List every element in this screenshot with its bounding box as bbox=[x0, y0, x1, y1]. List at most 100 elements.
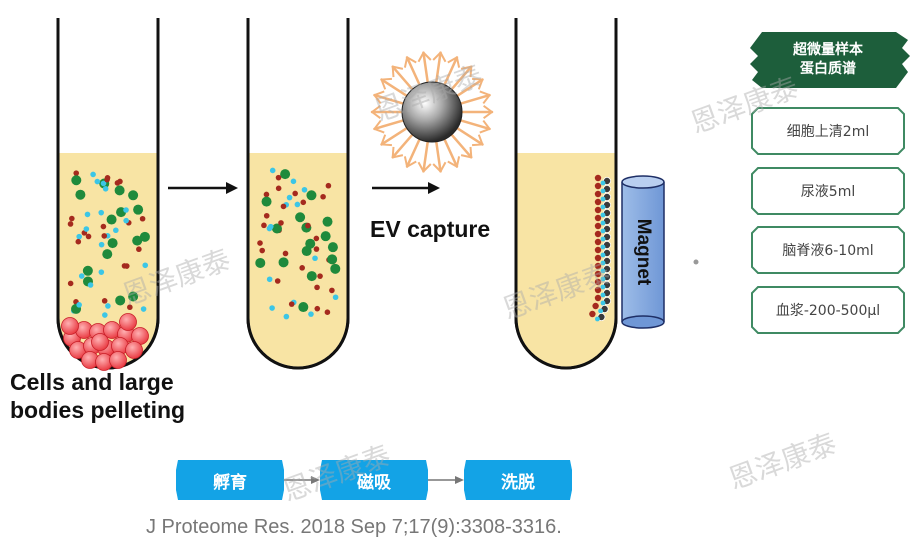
bead-spike bbox=[381, 143, 393, 147]
bead-spike bbox=[374, 127, 385, 134]
particle-green bbox=[306, 271, 317, 282]
particle-green bbox=[128, 291, 139, 302]
particle-red bbox=[263, 212, 270, 219]
particle-cyan bbox=[283, 313, 290, 320]
sample-item-urine: 尿液5ml bbox=[800, 184, 856, 200]
tube-2 bbox=[246, 18, 350, 370]
particle-red bbox=[313, 246, 320, 252]
bead-spike bbox=[450, 65, 473, 91]
particle-red bbox=[305, 222, 311, 229]
particle-green bbox=[327, 254, 338, 265]
particle-red bbox=[75, 238, 82, 245]
particle-green bbox=[102, 249, 113, 260]
magnet-label: Magnet bbox=[633, 219, 654, 286]
bead-spike bbox=[380, 79, 387, 90]
tube-1-fluid bbox=[59, 153, 157, 367]
particle-cyan bbox=[269, 305, 275, 311]
particle-green bbox=[75, 189, 86, 200]
particle-green bbox=[132, 235, 143, 246]
particle-red bbox=[100, 223, 107, 230]
particle-cyan bbox=[269, 167, 276, 174]
particle-red bbox=[325, 182, 332, 189]
bead-spike bbox=[405, 56, 421, 86]
bead-spike bbox=[391, 65, 414, 91]
particle-cyan bbox=[301, 186, 308, 193]
captured-red bbox=[594, 278, 602, 286]
captured-particle bbox=[595, 316, 600, 322]
particle-red bbox=[85, 233, 92, 240]
captured-red bbox=[594, 214, 602, 222]
pellet-cell bbox=[119, 313, 137, 331]
particle-cyan bbox=[290, 178, 297, 185]
particle-cyan bbox=[140, 306, 147, 312]
pellet bbox=[61, 313, 149, 371]
bead-spike bbox=[477, 79, 484, 90]
particle-red bbox=[274, 278, 281, 284]
pellet-cell bbox=[125, 341, 143, 359]
particle-red bbox=[73, 170, 80, 176]
particle-cyan bbox=[78, 273, 85, 279]
particle-red bbox=[329, 287, 335, 294]
particle-red bbox=[101, 233, 108, 239]
sample-item-csf: 脑脊液6-10ml bbox=[782, 243, 874, 259]
bead-spike bbox=[371, 104, 381, 113]
bead-spike bbox=[422, 163, 432, 173]
arrow-2 bbox=[372, 182, 440, 194]
particle-red bbox=[127, 304, 133, 311]
particle-green bbox=[82, 265, 93, 276]
captured-particle bbox=[600, 204, 606, 210]
bead-spike bbox=[391, 66, 395, 78]
bead-spike bbox=[380, 78, 409, 98]
captured-particle bbox=[600, 252, 606, 258]
particle-red bbox=[314, 284, 320, 291]
bead-spike bbox=[373, 93, 405, 105]
bead-spike bbox=[459, 119, 491, 131]
bead-spike bbox=[482, 94, 491, 105]
particle-cyan bbox=[266, 276, 273, 283]
captured-red bbox=[594, 174, 602, 182]
captured-particle bbox=[600, 188, 606, 194]
decor-dot bbox=[693, 259, 699, 265]
particle-red bbox=[104, 176, 110, 183]
captured-red bbox=[594, 262, 602, 270]
bead-spike bbox=[479, 90, 490, 97]
pellet-cell bbox=[61, 317, 79, 335]
tube-2-fluid bbox=[249, 153, 347, 367]
captured-particle bbox=[600, 300, 606, 306]
pellet-label: Cells and large bodies pelleting bbox=[10, 369, 186, 423]
sidebar-title-banner bbox=[750, 32, 910, 88]
sample-item-plasma: 血浆-200-500μl bbox=[775, 303, 881, 319]
particle-green bbox=[128, 190, 139, 201]
particle-cyan bbox=[83, 226, 90, 232]
captured-particle bbox=[600, 284, 606, 290]
bead-spike bbox=[373, 119, 405, 131]
particle-green bbox=[322, 216, 333, 227]
bead-spike bbox=[447, 56, 458, 64]
particle-cyan bbox=[76, 233, 82, 240]
bead-spike bbox=[482, 119, 491, 130]
captured-particle bbox=[600, 220, 606, 226]
captured-red bbox=[594, 246, 602, 254]
bead-spike bbox=[380, 134, 387, 145]
bead-spike bbox=[432, 51, 442, 61]
captured-red bbox=[594, 286, 602, 294]
particle-red bbox=[139, 215, 146, 222]
particle-green bbox=[115, 295, 126, 306]
bead-spike bbox=[479, 127, 490, 134]
particle-red bbox=[282, 250, 289, 257]
particle-cyan bbox=[123, 217, 129, 224]
bead-spike bbox=[405, 138, 421, 168]
particle-cyan bbox=[294, 201, 301, 208]
bead-spike bbox=[469, 146, 473, 158]
bead-spike bbox=[443, 138, 459, 168]
captured-red bbox=[594, 206, 602, 214]
bead-spike bbox=[460, 154, 472, 159]
process-flow bbox=[176, 460, 572, 500]
captured-particle bbox=[600, 212, 606, 218]
particle-red bbox=[261, 222, 267, 229]
particle-cyan bbox=[102, 312, 108, 318]
particle-green bbox=[298, 302, 309, 313]
captured-red bbox=[594, 270, 602, 278]
particle-red bbox=[299, 265, 305, 271]
